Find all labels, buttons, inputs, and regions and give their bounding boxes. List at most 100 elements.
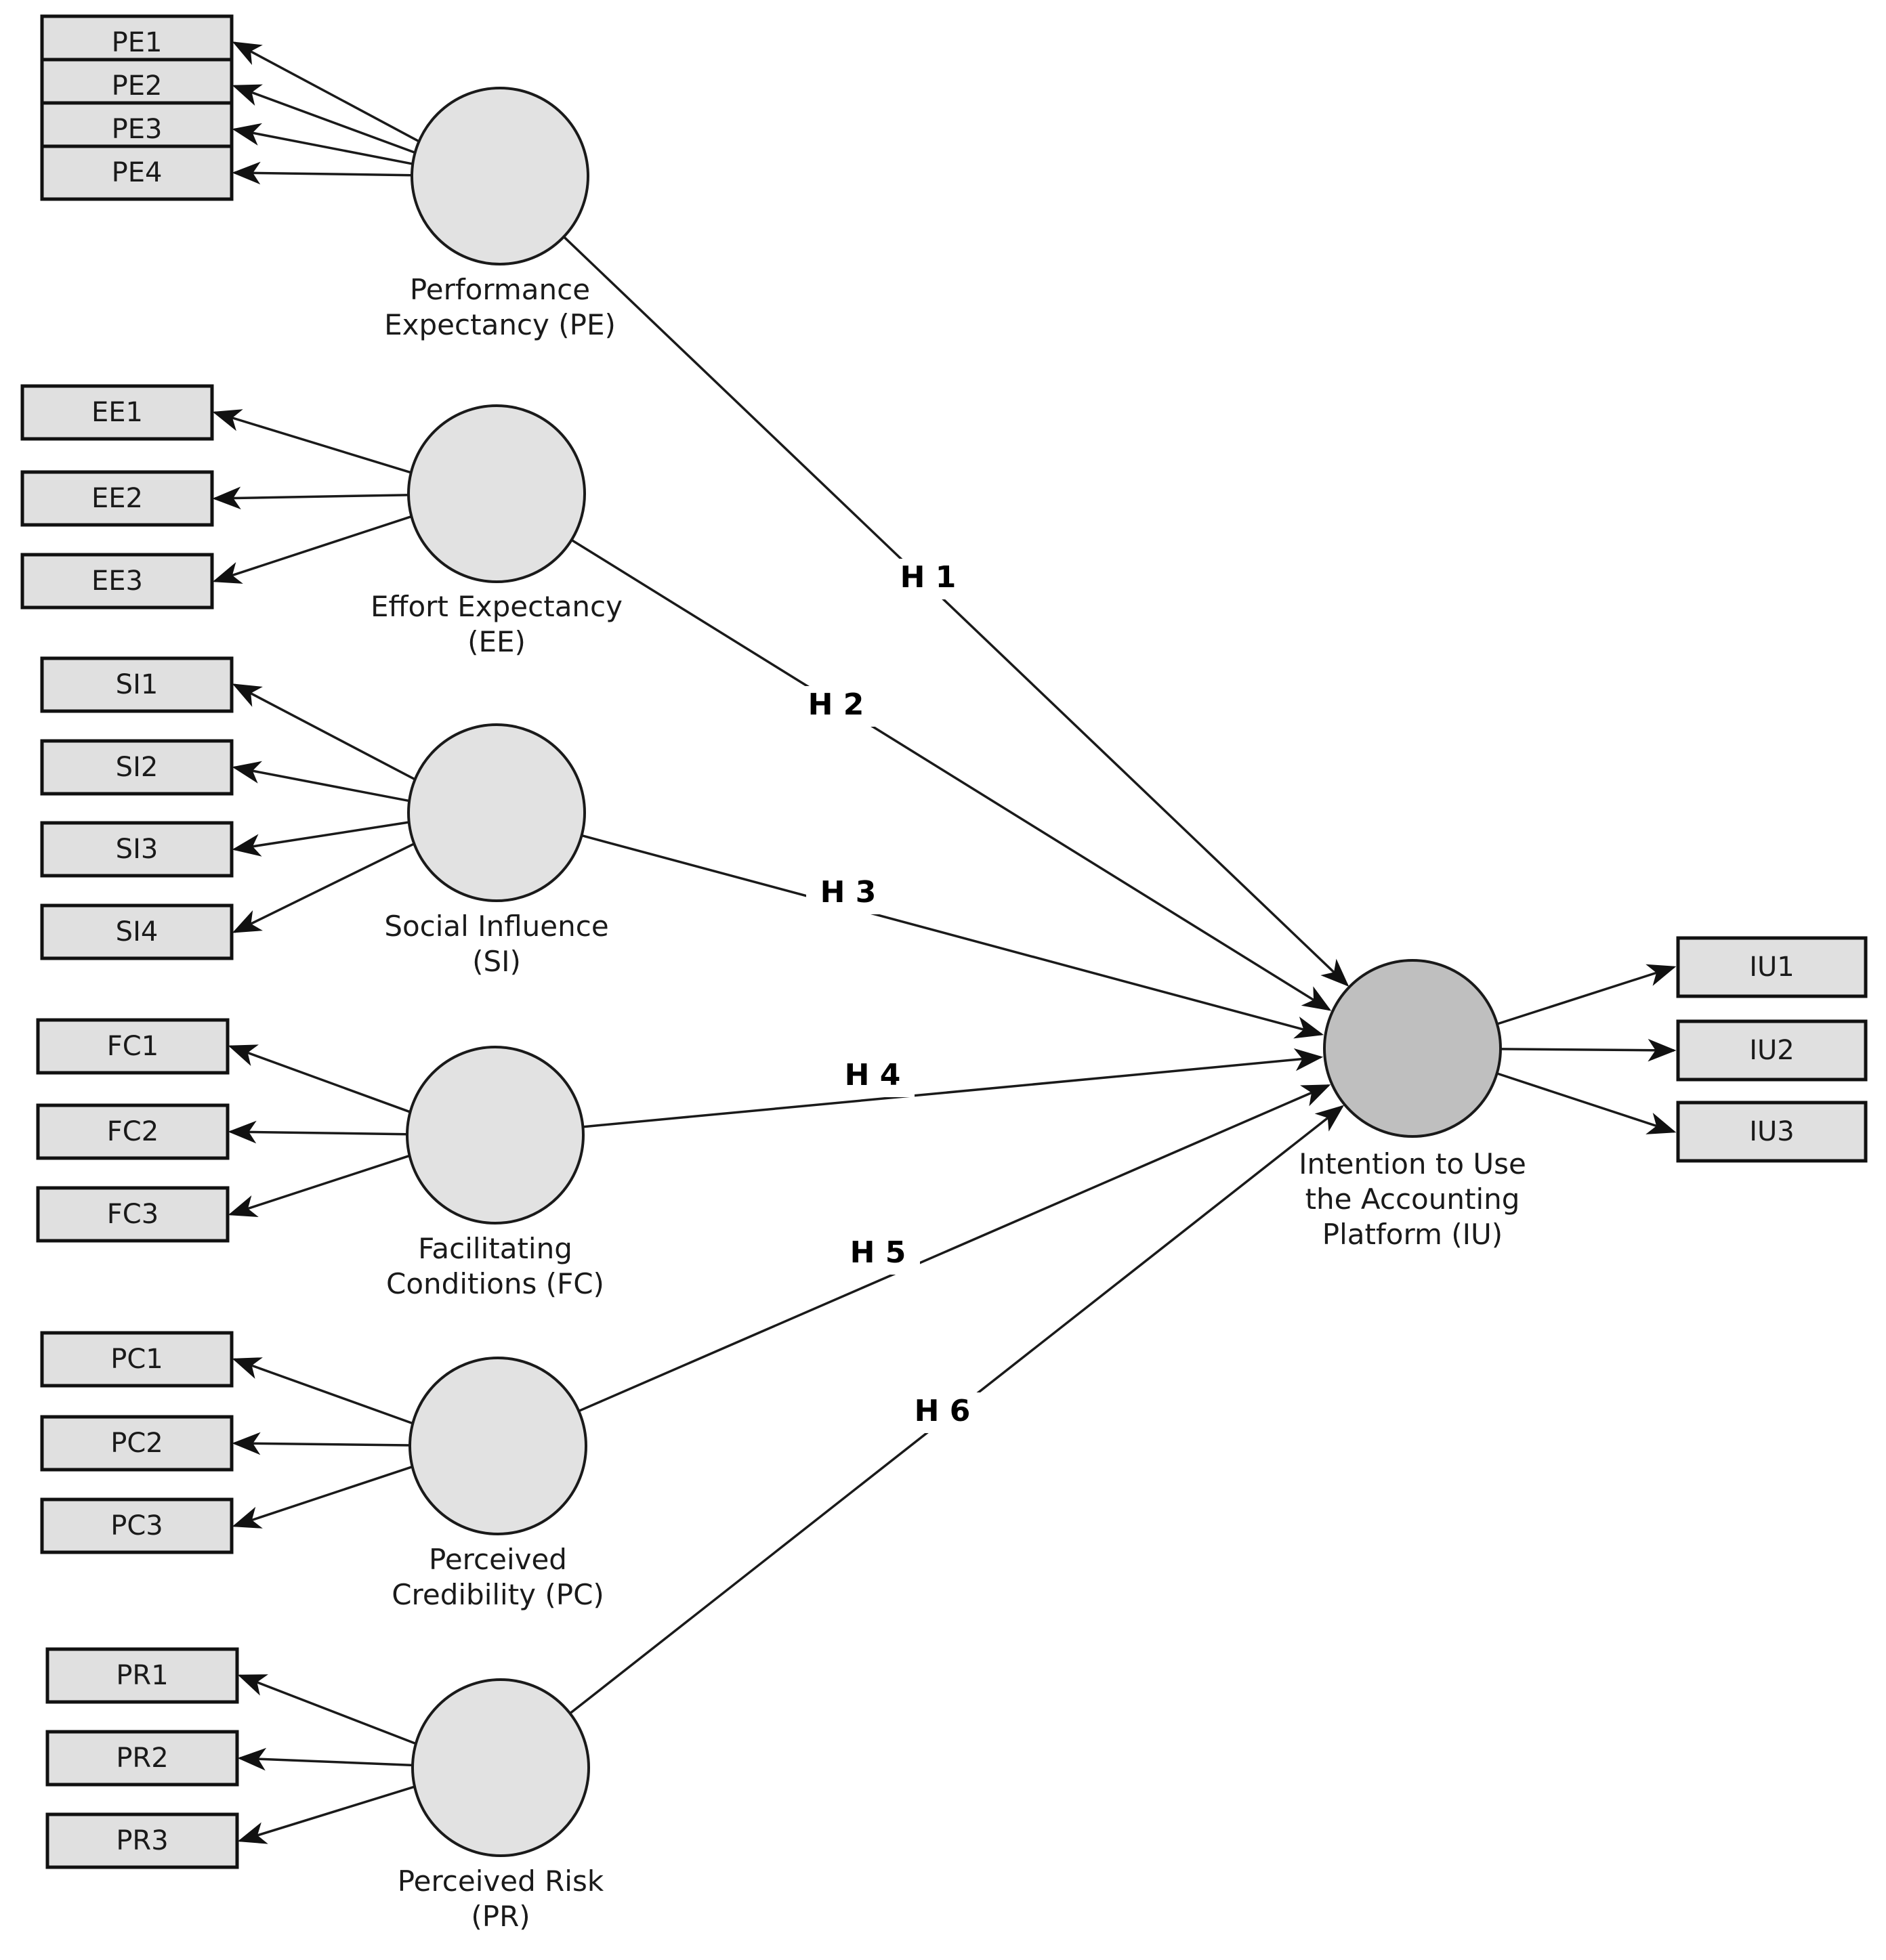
indicator-box-iu3: IU3 — [1676, 1101, 1868, 1163]
indicator-label: PC3 — [110, 1510, 163, 1541]
indicator-label: FC3 — [107, 1199, 159, 1230]
indicator-box-ee3: EE3 — [20, 553, 214, 610]
structural-path-h3 — [581, 834, 1324, 1039]
structural-path-h2 — [570, 538, 1332, 1011]
measurement-arrow-iu-to-iu2 — [1500, 1038, 1677, 1062]
measurement-arrow-fc-to-fc2 — [228, 1120, 408, 1144]
indicator-label: PC2 — [110, 1428, 163, 1459]
construct-circle-pr — [411, 1678, 590, 1857]
hypothesis-label-halo — [900, 1392, 984, 1433]
indicator-box-pe4: PE4 — [40, 144, 234, 201]
measurement-arrow-fc-to-fc3 — [228, 1154, 411, 1217]
measurement-arrow-pe-to-pe3 — [232, 123, 413, 165]
measurement-arrow-ee-to-ee2 — [212, 486, 409, 510]
indicator-boxes-group: PE1PE2PE3PE4EE1EE2EE3SI1SI2SI3SI4FC1FC2F… — [20, 14, 1868, 1869]
measurement-arrow-pe-to-pe1 — [232, 41, 420, 143]
indicator-label: FC1 — [107, 1031, 159, 1062]
measurement-arrow-pr-to-pr3 — [237, 1785, 415, 1844]
indicator-rect — [40, 144, 234, 201]
construct-circles-group — [406, 87, 1502, 1857]
indicator-rect — [45, 1647, 239, 1704]
indicator-label: PE1 — [112, 27, 163, 58]
structural-paths-group — [563, 236, 1349, 1715]
indicator-label: IU3 — [1749, 1116, 1795, 1147]
hypothesis-label-halo — [794, 686, 878, 727]
indicator-rect — [45, 1812, 239, 1869]
measurement-arrow-si-to-si4 — [232, 843, 415, 933]
hypothesis-label-h4: H 4 — [845, 1058, 901, 1092]
indicator-rect — [20, 553, 214, 610]
structural-path-h4 — [583, 1048, 1324, 1128]
indicator-box-fc3: FC3 — [36, 1186, 230, 1243]
measurement-arrow-si-to-si3 — [232, 821, 410, 857]
construct-label-si: Social Influence(SI) — [384, 910, 608, 978]
indicator-box-iu2: IU2 — [1676, 1019, 1868, 1082]
measurement-arrow-fc-to-fc1 — [228, 1044, 411, 1113]
indicator-label: PE3 — [112, 114, 163, 145]
indicator-rect — [40, 903, 234, 960]
indicator-label: PC1 — [110, 1344, 163, 1375]
indicator-rect — [40, 739, 234, 796]
indicator-label: SI1 — [116, 669, 159, 700]
indicator-box-si2: SI2 — [40, 739, 234, 796]
indicator-box-iu1: IU1 — [1676, 936, 1868, 998]
measurement-arrow-pc-to-pc2 — [232, 1432, 411, 1455]
measurement-arrow-pe-to-pe2 — [232, 84, 416, 154]
construct-circle-pe — [411, 87, 589, 265]
indicator-rect — [20, 470, 214, 527]
indicator-rect — [36, 1018, 230, 1075]
construct-circle-fc — [406, 1046, 585, 1224]
construct-circle-pc — [408, 1357, 587, 1535]
indicator-rect — [40, 1415, 234, 1472]
indicator-label: PE2 — [112, 70, 163, 102]
hypothesis-label-halo — [806, 874, 890, 914]
measurement-arrow-ee-to-ee3 — [212, 515, 412, 584]
indicator-box-si4: SI4 — [40, 903, 234, 960]
hypothesis-label-halo — [831, 1057, 915, 1097]
indicator-box-pc1: PC1 — [40, 1331, 234, 1388]
indicator-rect — [20, 384, 214, 441]
construct-label-pr: Perceived Risk(PR) — [398, 1865, 604, 1933]
measurement-arrow-pc-to-pc3 — [232, 1466, 413, 1529]
indicator-rect — [36, 1103, 230, 1160]
indicator-box-pr1: PR1 — [45, 1647, 239, 1704]
indicator-label: IU2 — [1749, 1035, 1795, 1066]
measurement-arrow-pr-to-pr2 — [237, 1747, 413, 1771]
hypothesis-label-h6: H 6 — [915, 1394, 971, 1428]
measurement-arrow-pc-to-pc1 — [232, 1357, 413, 1425]
hypothesis-label-h3: H 3 — [820, 875, 877, 910]
indicator-box-pr3: PR3 — [45, 1812, 239, 1869]
indicator-label: EE2 — [91, 483, 143, 514]
measurement-arrow-si-to-si1 — [232, 683, 416, 781]
indicator-label: PR2 — [116, 1743, 168, 1774]
indicator-rect — [40, 1331, 234, 1388]
indicator-rect — [40, 821, 234, 878]
construct-circle-si — [407, 723, 586, 902]
construct-label-ee: Effort Expectancy(EE) — [371, 590, 623, 658]
indicator-rect — [40, 1497, 234, 1554]
indicator-rect — [36, 1186, 230, 1243]
indicator-box-si1: SI1 — [40, 656, 234, 713]
indicator-label: SI4 — [116, 916, 159, 947]
indicator-label: PR3 — [116, 1825, 168, 1856]
hypothesis-label-h5: H 5 — [850, 1235, 906, 1270]
indicator-label: PE4 — [112, 157, 163, 188]
hypothesis-label-halo — [836, 1234, 920, 1275]
indicator-label: IU1 — [1749, 952, 1795, 983]
measurement-arrows-group — [212, 41, 1677, 1844]
indicator-rect — [1676, 936, 1868, 998]
construct-circle-ee — [407, 404, 586, 583]
structural-path-h5 — [578, 1084, 1331, 1413]
indicator-box-pc2: PC2 — [40, 1415, 234, 1472]
indicator-box-si3: SI3 — [40, 821, 234, 878]
hypothesis-label-h1: H 1 — [900, 560, 957, 595]
indicator-rect — [40, 656, 234, 713]
indicator-rect — [45, 1730, 239, 1787]
indicator-label: EE3 — [91, 566, 143, 597]
